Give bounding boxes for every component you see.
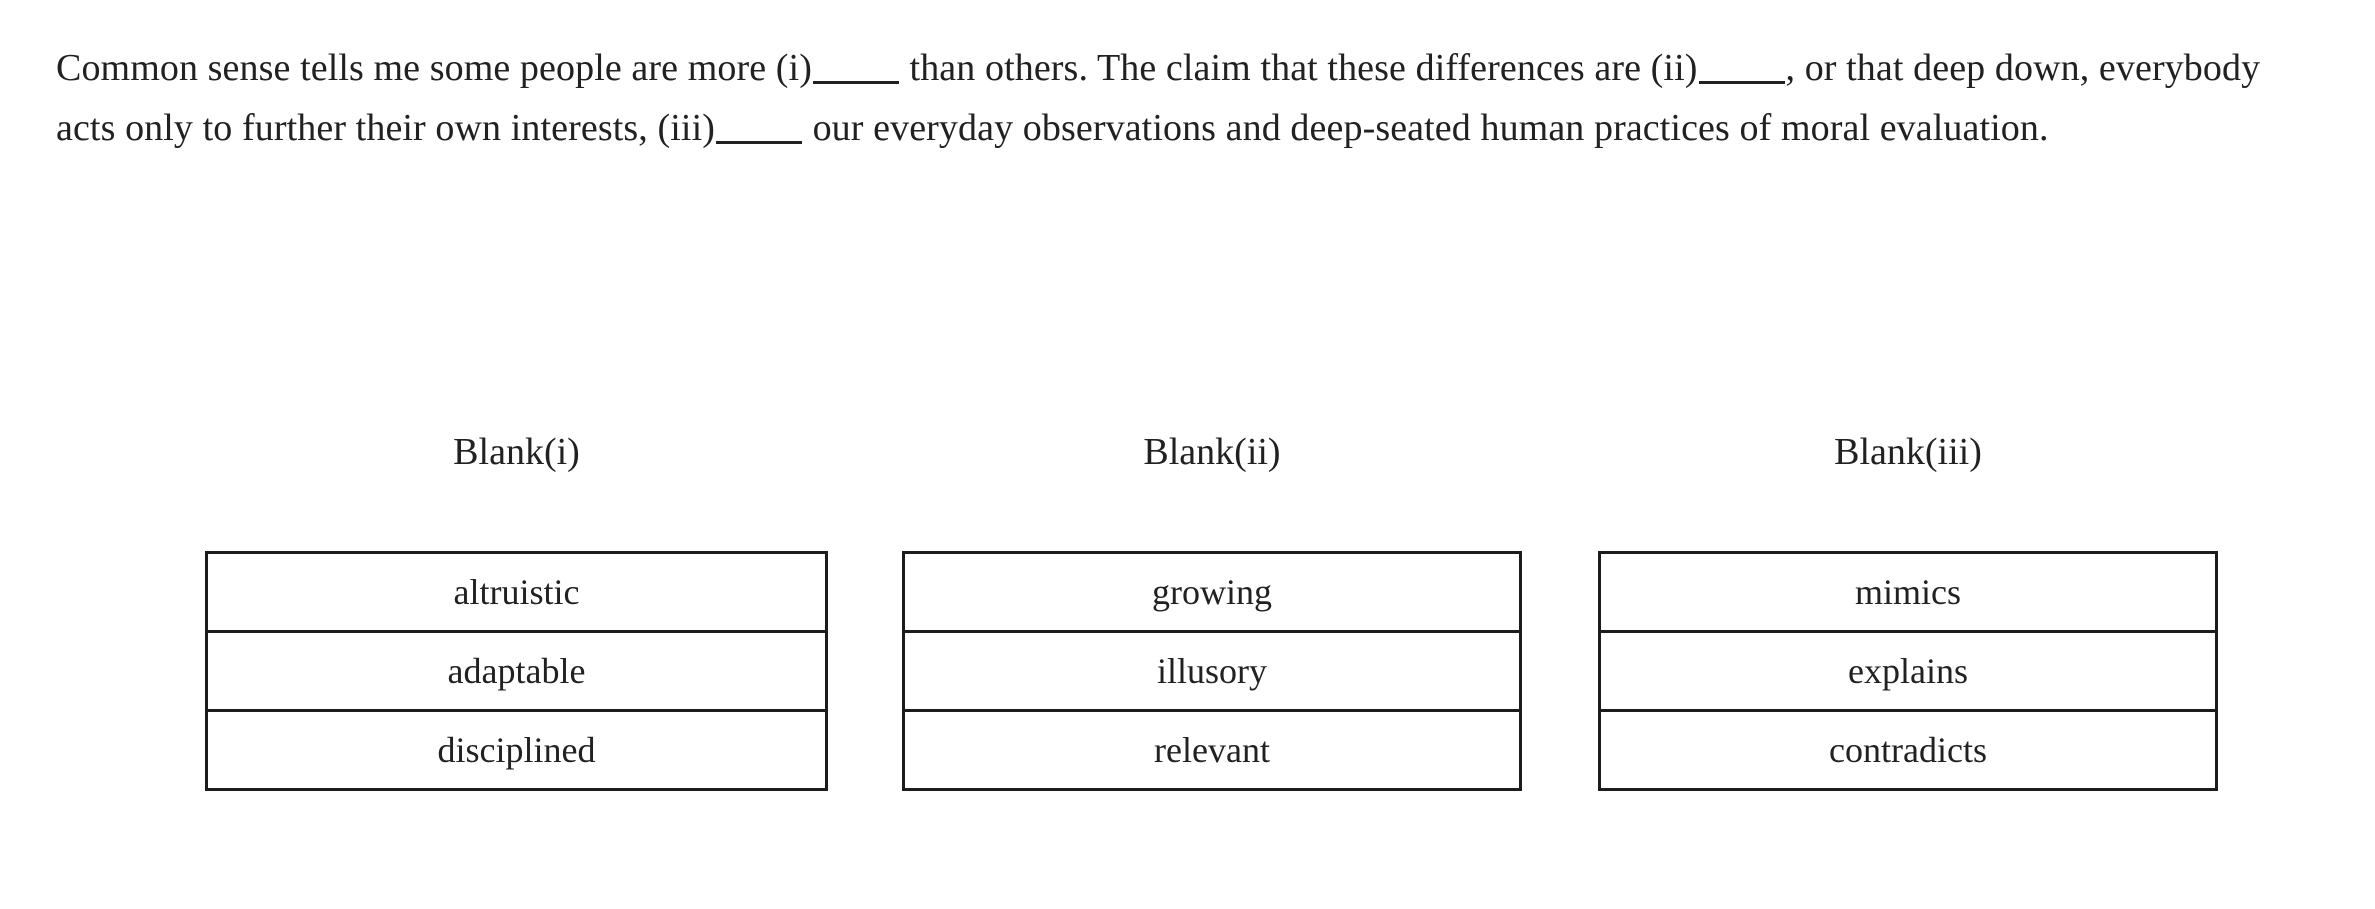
blank-iii-rule — [715, 141, 802, 144]
table-row[interactable]: mimics — [1598, 551, 2218, 633]
passage-segment-4: our everyday observations and deep-seate… — [802, 107, 2049, 149]
passage-segment-1: Common sense tells me some people are mo… — [56, 47, 812, 89]
table-row[interactable]: contradicts — [1598, 709, 2218, 791]
choice-iii-3[interactable]: contradicts — [1598, 709, 2218, 791]
blank-ii-choice-table: growing illusory relevant — [902, 551, 1522, 791]
choice-i-2[interactable]: adaptable — [205, 630, 828, 712]
blank-group-ii: Blank(ii) growing illusory relevant — [902, 430, 1522, 791]
table-row[interactable]: altruistic — [205, 551, 828, 633]
choice-ii-3[interactable]: relevant — [902, 709, 1522, 791]
blank-ii-header: Blank(ii) — [1143, 431, 1281, 473]
passage-segment-2: than others. The claim that these differ… — [899, 47, 1698, 89]
blank-iii-choice-table: mimics explains contradicts — [1598, 551, 2218, 791]
blank-i-choice-table: altruistic adaptable disciplined — [205, 551, 828, 791]
table-row[interactable]: growing — [902, 551, 1522, 633]
choice-iii-2[interactable]: explains — [1598, 630, 2218, 712]
table-row[interactable]: relevant — [902, 709, 1522, 791]
choice-i-3[interactable]: disciplined — [205, 709, 828, 791]
choice-i-1[interactable]: altruistic — [205, 551, 828, 633]
table-row[interactable]: disciplined — [205, 709, 828, 791]
table-row[interactable]: adaptable — [205, 630, 828, 712]
blank-i-rule — [812, 81, 899, 84]
answer-choices-area: Blank(i) altruistic adaptable discipline… — [0, 430, 2375, 830]
table-row[interactable]: illusory — [902, 630, 1522, 712]
choice-ii-1[interactable]: growing — [902, 551, 1522, 633]
choice-ii-2[interactable]: illusory — [902, 630, 1522, 712]
blank-group-i: Blank(i) altruistic adaptable discipline… — [205, 430, 828, 791]
blank-i-header: Blank(i) — [453, 431, 580, 473]
blank-ii-rule — [1698, 81, 1785, 84]
choice-iii-1[interactable]: mimics — [1598, 551, 2218, 633]
passage-text: Common sense tells me some people are mo… — [56, 38, 2326, 158]
table-row[interactable]: explains — [1598, 630, 2218, 712]
blank-iii-header: Blank(iii) — [1834, 431, 1982, 473]
blank-group-iii: Blank(iii) mimics explains contradicts — [1598, 430, 2218, 791]
passage-segment-3: , or that deep down, everybody acts only… — [56, 47, 2261, 149]
